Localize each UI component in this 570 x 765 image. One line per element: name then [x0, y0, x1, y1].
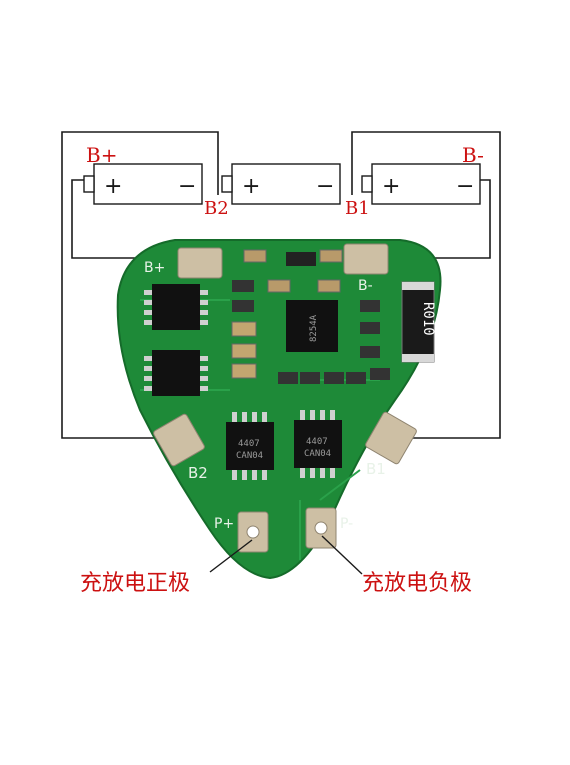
label-b1: B1 [345, 198, 370, 219]
cell-2-plus: + [242, 174, 260, 199]
label-b-plus: B+ [86, 143, 117, 167]
sense-resistor-label: R010 [420, 302, 436, 336]
cell-1-minus: − [178, 174, 196, 199]
cell-3-minus: − [456, 174, 474, 199]
sense-resistor: R010 [401, 281, 436, 363]
ic-center-label: 8254A [309, 314, 319, 342]
pad-b-plus-label: B+ [144, 260, 165, 276]
label-b-minus: B- [462, 143, 484, 167]
pad-b2-label: B2 [188, 464, 208, 482]
caption-arrows [209, 535, 363, 575]
mosfet-bottom-right: 4407 CAN04 [294, 410, 342, 478]
battery-cell-3: + − [361, 163, 481, 205]
caption-negative: 充放电负极 [362, 571, 472, 596]
pad-p-plus: P+ [214, 511, 269, 553]
pad-b1: B1 [365, 411, 417, 478]
wire-b-plus [61, 131, 219, 439]
pad-b1-label: B1 [366, 460, 386, 478]
mosfet-left-bottom [144, 350, 208, 396]
pad-b2: B2 [153, 413, 208, 482]
pad-p-minus-label: P- [340, 516, 353, 532]
ic-center: 8254A [286, 300, 338, 352]
wire-b-minus [351, 131, 501, 439]
mosfet-code-b: CAN04 [236, 451, 263, 461]
cell-2-minus: − [316, 174, 334, 199]
label-b2: B2 [204, 198, 229, 219]
smd-parts [231, 249, 390, 384]
battery-cell-2: + − [221, 163, 341, 205]
pad-b-plus: B+ [144, 247, 223, 279]
mosfet-left-top [144, 284, 208, 330]
mosfet-code-d: CAN04 [304, 449, 331, 459]
pad-p-minus: P- [305, 507, 353, 549]
mosfet-bottom-left: 4407 CAN04 [226, 412, 274, 480]
mosfet-code-c: 4407 [306, 437, 328, 447]
caption-positive: 充放电正极 [80, 571, 190, 596]
battery-cell-1: + − [83, 163, 203, 205]
cell-3-plus: + [382, 174, 400, 199]
mosfet-code-a: 4407 [238, 439, 260, 449]
pad-b-minus: B- [343, 243, 389, 294]
cell-1-plus: + [104, 174, 122, 199]
pad-b-minus-label: B- [358, 278, 373, 294]
pad-p-plus-label: P+ [214, 516, 234, 532]
